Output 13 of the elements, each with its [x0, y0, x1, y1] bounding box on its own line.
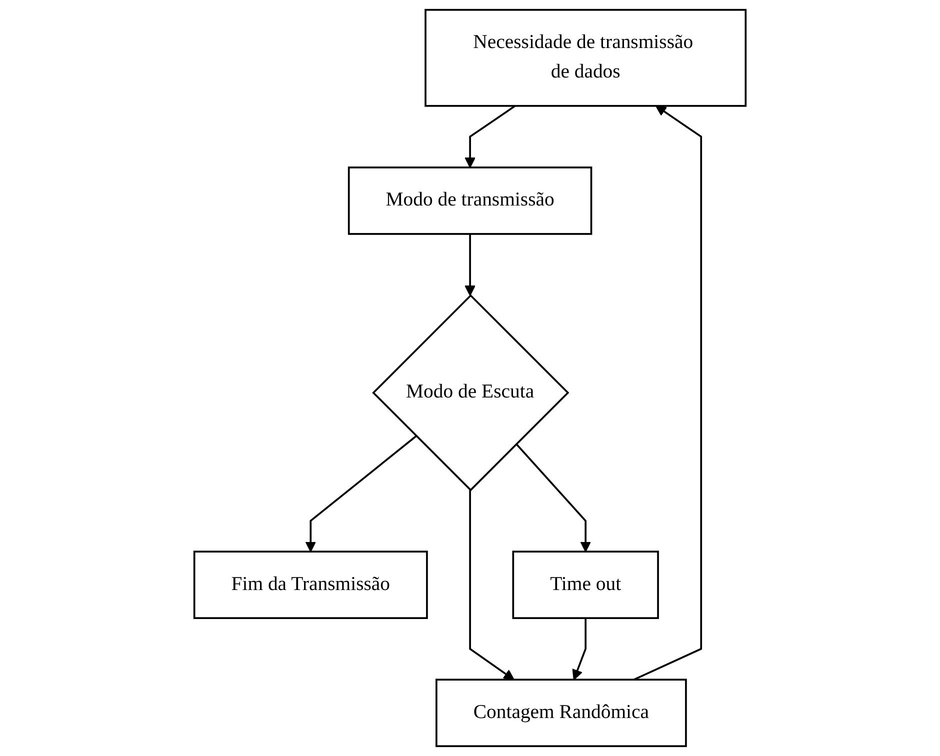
- node-box: Time out: [512, 550, 659, 620]
- node-diamond: Modo de Escuta: [372, 294, 570, 492]
- arrow: [464, 105, 516, 168]
- arrow: [572, 618, 587, 680]
- node-box: Contagem Randômica: [436, 678, 687, 748]
- arrow: [464, 234, 476, 296]
- node-box: Modo de transmissão: [348, 166, 592, 235]
- arrow: [305, 435, 417, 552]
- arrow: [633, 105, 702, 680]
- node-box: Necessidade de transmissão de dados: [424, 8, 747, 107]
- arrow: [469, 490, 514, 680]
- node-box: Fim da Transmissão: [193, 550, 428, 620]
- arrow: [516, 443, 591, 552]
